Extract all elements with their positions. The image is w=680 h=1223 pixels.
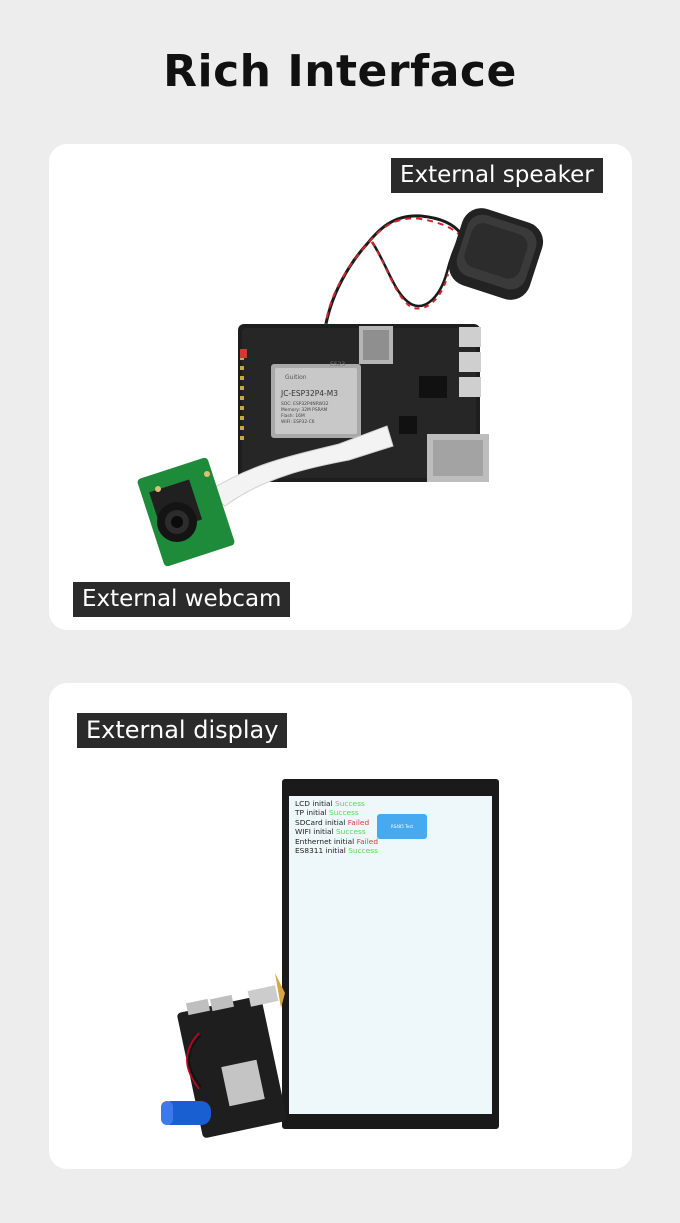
module-model: JC-ESP32P4-M3 <box>280 389 338 398</box>
board-speaker-webcam-illustration: Guition JC-ESP32P4-M3 SOC: ESP32P4NRW32 … <box>137 208 544 567</box>
webcam-tag: External webcam <box>73 582 291 617</box>
log-line-es8311: ES8311 initial Success <box>295 846 378 856</box>
display-screen <box>289 796 492 1114</box>
log-line-tp: TP initial Success <box>295 808 359 818</box>
log-status: Failed <box>347 817 370 827</box>
log-status: Success <box>329 808 359 818</box>
speaker-illustration <box>448 208 544 300</box>
speaker-tag: External speaker <box>391 158 603 193</box>
log-line-lcd: LCD initial Success <box>295 799 365 808</box>
rs485-test-button[interactable]: RS485 Test <box>377 814 427 839</box>
board-code: ES23 <box>330 361 345 368</box>
module-spec-soc: SOC: ESP32P4NRW32 <box>281 401 329 407</box>
module-spec-flash: Flash: 16M <box>281 413 305 419</box>
main-board-illustration <box>238 324 489 482</box>
log-line-wifi: WIFI initial Success <box>295 827 366 837</box>
display-driver-board-illustration <box>161 973 287 1138</box>
module-spec-wifi: WIFI: ESP32-C6 <box>281 419 315 425</box>
screen-init-log: LCD initial Success TP initial Success S… <box>295 799 378 855</box>
log-line-ethernet: Enthernet initial Failed <box>295 836 379 846</box>
module-spec-memory: Memory: 32M PSRAM <box>281 407 327 413</box>
display-card: External display LCD initial Success TP … <box>49 683 632 1169</box>
page-title: Rich Interface <box>163 46 517 97</box>
log-status: Success <box>335 799 365 808</box>
log-line-sdcard: SDCard initial Failed <box>295 817 370 827</box>
webcam-illustration <box>137 457 235 567</box>
speaker-webcam-card: Guition JC-ESP32P4-M3 SOC: ESP32P4NRW32 … <box>49 144 632 630</box>
log-status: Failed <box>356 836 379 846</box>
module-brand: Guition <box>285 374 307 381</box>
log-status: Success <box>348 846 378 856</box>
display-tag: External display <box>77 713 288 748</box>
display-illustration <box>161 779 499 1138</box>
log-status: Success <box>335 827 366 837</box>
